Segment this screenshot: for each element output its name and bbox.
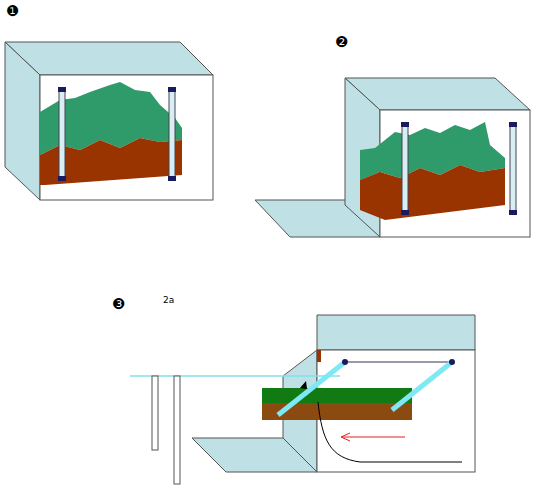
callout-number: ❷: [335, 33, 348, 51]
soil-box-3: [130, 315, 475, 484]
callout-number: ❸: [112, 295, 125, 313]
soil-box-2: [255, 78, 530, 237]
soil-box-1: [5, 42, 213, 200]
callout-number: ❶: [6, 2, 19, 20]
callout-number: 2a: [163, 295, 174, 305]
